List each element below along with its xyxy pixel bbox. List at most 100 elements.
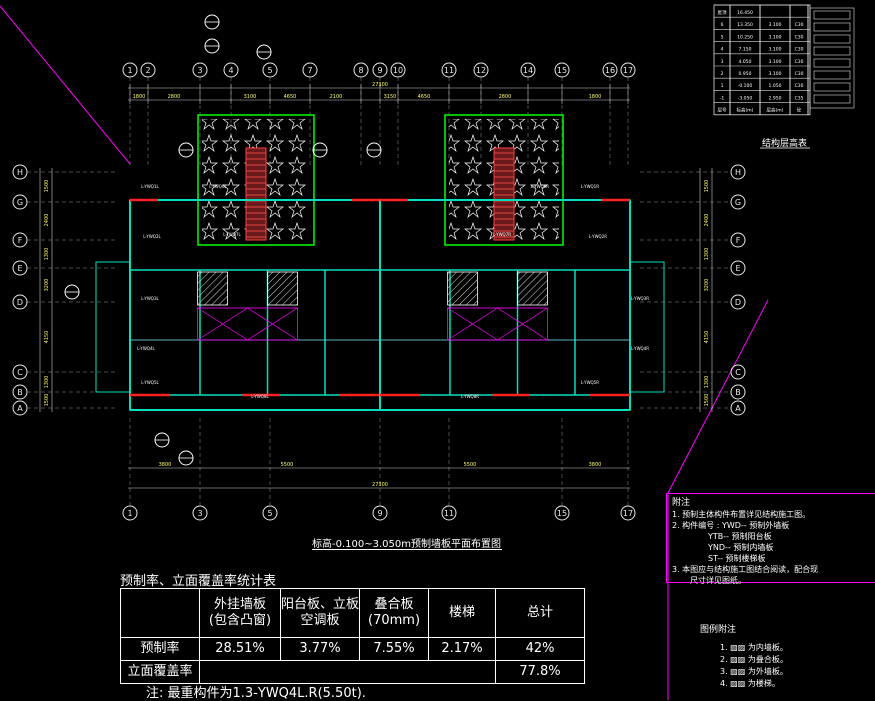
dim-text: 3200 [704,279,710,292]
legend-item: 3. ▨▨ 为外墙板。 [720,667,788,676]
element-tag: L-YWQ4R [631,346,649,351]
note-line: 1. 预制主体构件布置详见结构施工图。 [672,510,811,519]
dim-text: 5500 [281,462,294,468]
dim-text: 4650 [284,94,297,100]
schedule-bar [813,58,851,68]
schedule-cell: 3.100 [769,59,782,65]
grid-label: 4 [228,66,233,75]
grid-label: 9 [377,509,382,518]
dim-text: 2100 [330,94,343,100]
note-line: 尺寸详见图纸。 [690,576,746,585]
dim-text: 1300 [704,376,710,389]
dim-text: 1800 [133,94,146,100]
grid-label: 7 [307,66,312,75]
schedule-cell: C30 [795,47,804,53]
legend-title: 图例附注 [700,625,737,635]
dim-text: 27300 [372,482,388,488]
table-header: 叠合板 (70mm) [359,588,430,638]
grid-label: D [735,298,741,307]
schedule-bar [813,22,851,32]
table-cell: 77.8% [495,660,586,684]
grid-label: 3 [197,66,202,75]
table-corner [120,588,200,638]
note-line: ST-- 预制楼梯板 [708,554,766,563]
schedule-bars [809,7,855,109]
table-header: 总计 [495,588,586,638]
dim-text: 3200 [44,279,50,292]
element-tag: L-YWQ1L [141,184,159,189]
table-header: 阳台板、立板 空调板 [279,588,361,638]
element-tag: L-YWQ6L [209,184,227,189]
schedule-cell: -1 [720,95,725,101]
schedule-cell: C30 [795,59,804,65]
element-tag: L-YWQ2L [143,234,161,239]
grid-label: E [735,264,740,273]
grid-label: 1 [127,509,132,518]
schedule-cell: 3 [721,59,724,65]
dim-text: 1300 [704,248,710,261]
schedule-cell: 6 [721,22,724,28]
dim-text: 4650 [418,94,431,100]
grid-label: 15 [557,509,567,518]
grid-bubble [730,260,746,276]
schedule-bar [813,34,851,44]
schedule-cell: -3.050 [738,95,753,101]
grid-label: 2 [145,66,150,75]
schedule-cell: 2 [721,71,724,77]
grid-label: 10 [393,66,403,75]
grid-label: B [17,388,23,397]
grid-label: 14 [523,66,533,75]
schedule-cell: 3.100 [769,34,782,40]
grid-label: 16 [605,66,615,75]
wing-outline [95,261,131,393]
schedule-cell: 0.950 [739,71,752,77]
element-tag: L-YWQ5L [141,380,159,385]
grid-label: B [735,388,741,397]
grid-label: E [17,264,22,273]
table-cell: 7.55% [359,637,430,661]
dim-text: 1300 [44,248,50,261]
dim-text: 5500 [464,462,477,468]
element-tag: L-YWQ7R [493,232,511,237]
stats-table: 外挂墙板 (包含凸窗) 阳台板、立板 空调板 叠合板 (70mm) 楼梯 总计 … [120,588,586,684]
dim-text: 2400 [44,214,50,227]
grid-label: F [736,236,741,245]
schedule-cell: 13.350 [737,22,753,28]
grid-label: H [17,168,23,177]
schedule-cell: 标高(m) [737,107,754,114]
dim-text: 27300 [372,82,388,88]
grid-label: 5 [267,509,272,518]
grid-label: 17 [623,509,633,518]
schedule-cell: 4 [721,47,724,53]
schedule-cell: 3.100 [769,47,782,53]
grid-label: 12 [476,66,486,75]
dim-text: 3800 [159,462,172,468]
grid-bubble [730,384,746,400]
grid-label: G [735,198,741,207]
grid-label: 8 [358,66,363,75]
dim-text: 2400 [704,214,710,227]
schedule-cell: 2.950 [769,95,782,101]
legend-item: 2. ▨▨ 为叠合板。 [720,655,788,664]
table-cell: 2.17% [428,637,497,661]
schedule-cell: 3.100 [769,71,782,77]
element-tag: L-YWQ1R [581,184,599,189]
grid-label: 15 [557,66,567,75]
wing-outline [629,261,665,393]
footnote: 注: 最重构件为1.3-YWQ4L.R(5.50t). [146,686,366,701]
slab-diag [447,307,498,341]
table-cell [198,660,497,684]
grid-label: 17 [623,66,633,75]
stair-flight [245,147,267,241]
dim-text: 1500 [704,394,710,407]
dim-text: 1500 [704,180,710,193]
grid-label: 11 [444,66,454,75]
grid-label: C [17,368,23,377]
schedule-cell: 层号 [718,108,727,114]
balcony-slab [197,114,315,246]
element-tag: L-YWQ8L [251,394,269,399]
element-tag: L-YWQ4L [137,346,155,351]
schedule-cell: 1 [721,83,724,89]
schedule-bar [813,70,851,80]
core-block [267,271,298,306]
